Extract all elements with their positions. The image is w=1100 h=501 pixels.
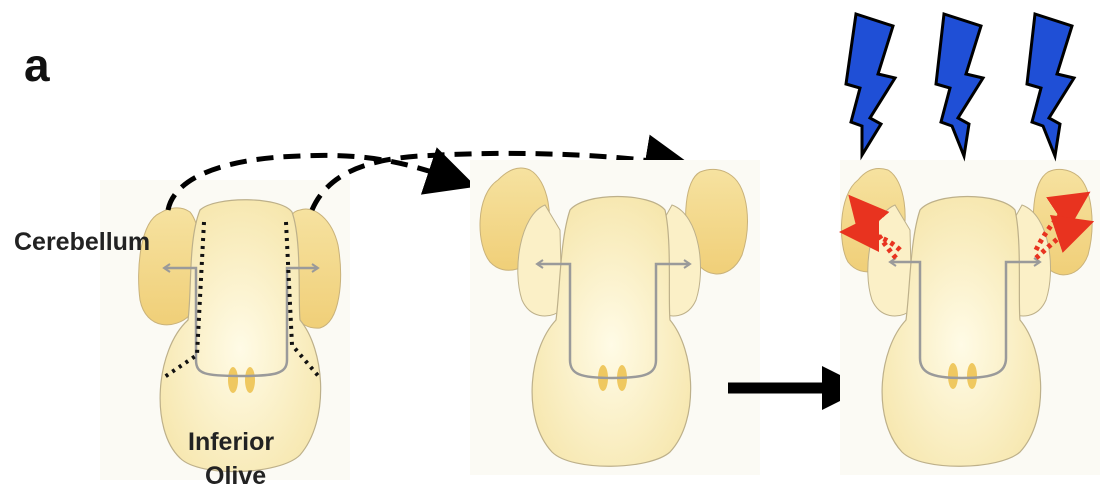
- cerebellum-label: Cerebellum: [14, 228, 150, 257]
- inferior-olive-label-line2: Olive: [205, 462, 266, 491]
- lightning-icon: [1027, 14, 1074, 156]
- panel-letter: a: [24, 38, 50, 92]
- hindbrain-stimulated: [840, 160, 1100, 475]
- hindbrain-grafted: [470, 160, 760, 475]
- stimulation-bolts: [846, 14, 1074, 156]
- lightning-icon: [936, 14, 983, 156]
- inferior-olive-label-line1: Inferior: [188, 428, 274, 457]
- lightning-icon: [846, 14, 895, 155]
